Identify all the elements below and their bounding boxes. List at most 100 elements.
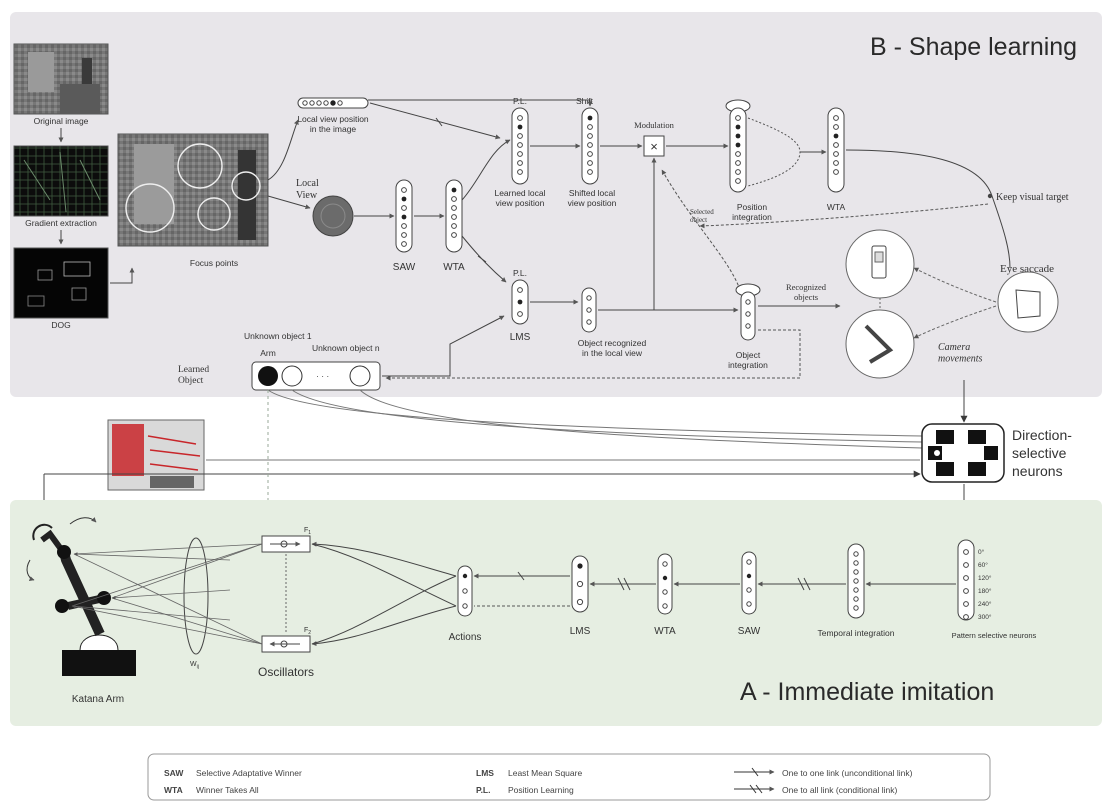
legend-lms-abbr: LMS [476, 768, 494, 778]
focus-points-image [117, 133, 269, 247]
actions-column [457, 565, 473, 617]
pattern-selective-label: Pattern selective neurons [952, 631, 1037, 640]
legend-pl-text: Position Learning [508, 785, 574, 795]
saw-top-column [395, 179, 413, 253]
unknown-object-n-neuron [349, 365, 371, 387]
unknown-object-1-label: Unknown object 1 [244, 331, 312, 341]
local-view-label: Local [296, 178, 319, 189]
angle-labels: 0° 60° 120° 180° 240° 300° [978, 548, 992, 621]
saw-top-label: SAW [393, 262, 416, 273]
arm-label: Arm [260, 348, 276, 358]
actions-to-oscillators [311, 541, 457, 647]
motion-image [107, 419, 205, 491]
shifted-local-view-column [581, 107, 599, 185]
actions-label: Actions [449, 632, 482, 643]
svg-text:120°: 120° [978, 574, 992, 582]
unknown-object-1-neuron [281, 365, 303, 387]
learned-local-view-column [511, 107, 529, 185]
eye-saccade-label: Eye saccade [1000, 263, 1054, 275]
oscillator-weights [71, 543, 263, 645]
arm-view [845, 309, 915, 379]
oscillator-bottom [261, 635, 311, 653]
katana-arm-label: Katana Arm [72, 694, 124, 705]
camera-view [997, 271, 1059, 333]
direction-selective-grid [921, 423, 1005, 483]
object-integration-column [735, 283, 761, 341]
oscillators-label: Oscillators [258, 665, 314, 679]
lms-top-label: LMS [510, 332, 531, 343]
object-recognized-column [581, 287, 597, 333]
gradient-image [13, 145, 109, 217]
modulation-box [643, 135, 665, 157]
focus-points-label: Focus points [190, 258, 238, 268]
dog-image [13, 247, 109, 319]
local-view-disc [312, 195, 354, 237]
learned-object-box [251, 361, 381, 391]
legend-wta-abbr: WTA [164, 785, 183, 795]
lms-bottom-label: LMS [570, 626, 591, 637]
shift-label: Shift [576, 96, 594, 106]
original-image-label: Original image [34, 116, 89, 126]
temporal-integration-column [847, 543, 865, 619]
svg-text:300°: 300° [978, 613, 992, 621]
legend-lms-text: Least Mean Square [508, 768, 582, 778]
original-image [13, 43, 109, 115]
svg-text:· · ·: · · · [316, 371, 329, 381]
lms-top-column [511, 279, 529, 325]
f1-label: F1 [304, 527, 311, 536]
saw-bottom-column [741, 551, 757, 615]
local-view-position-vector [297, 97, 369, 109]
dog-image-label: DOG [51, 320, 70, 330]
wta-bottom-column [657, 553, 673, 615]
svg-text:0°: 0° [978, 548, 985, 556]
multiply-icon: × [650, 139, 658, 154]
temporal-integration-label: Temporal integration [817, 628, 894, 638]
wij-label: Wij [190, 661, 199, 670]
f2-label: F2 [304, 627, 311, 636]
lms-bottom-column [571, 555, 589, 613]
oscillator-top [261, 535, 311, 553]
wta-mid-column [445, 179, 463, 253]
svg-text:180°: 180° [978, 587, 992, 595]
wta-bottom-label: WTA [654, 626, 676, 637]
svg-text:60°: 60° [978, 561, 988, 569]
svg-text:240°: 240° [978, 600, 992, 608]
wta-top-column [827, 107, 845, 193]
shape-learning-panel [10, 12, 1102, 397]
svg-text:View: View [296, 190, 318, 201]
unknown-object-n-label: Unknown object n [312, 343, 380, 353]
pl-mid-label: P.L. [513, 268, 527, 278]
modulation-label: Modulation [634, 120, 674, 130]
legend-saw-abbr: SAW [164, 768, 184, 778]
wta-top-label: WTA [827, 202, 846, 212]
saw-bottom-label: SAW [738, 626, 761, 637]
immediate-imitation-title: A - Immediate imitation [740, 678, 994, 706]
pattern-selective-column [957, 539, 975, 621]
legend-saw-text: Selective Adaptative Winner [196, 768, 302, 778]
arm-object-neuron [258, 366, 278, 386]
gradient-image-label: Gradient extraction [25, 218, 97, 228]
legend-one-to-one: One to one link (unconditional link) [782, 768, 913, 778]
pl-top-label: P.L. [513, 96, 527, 106]
wij-ellipse [183, 537, 209, 655]
wta-mid-label: WTA [443, 262, 465, 273]
legend-box [147, 753, 991, 801]
keep-visual-target-label: Keep visual target [996, 192, 1069, 203]
legend-wta-text: Winner Takes All [196, 785, 259, 795]
immediate-imitation-panel [10, 500, 1102, 726]
legend-pl-abbr: P.L. [476, 785, 491, 795]
legend-one-to-all: One to all link (conditional link) [782, 785, 897, 795]
